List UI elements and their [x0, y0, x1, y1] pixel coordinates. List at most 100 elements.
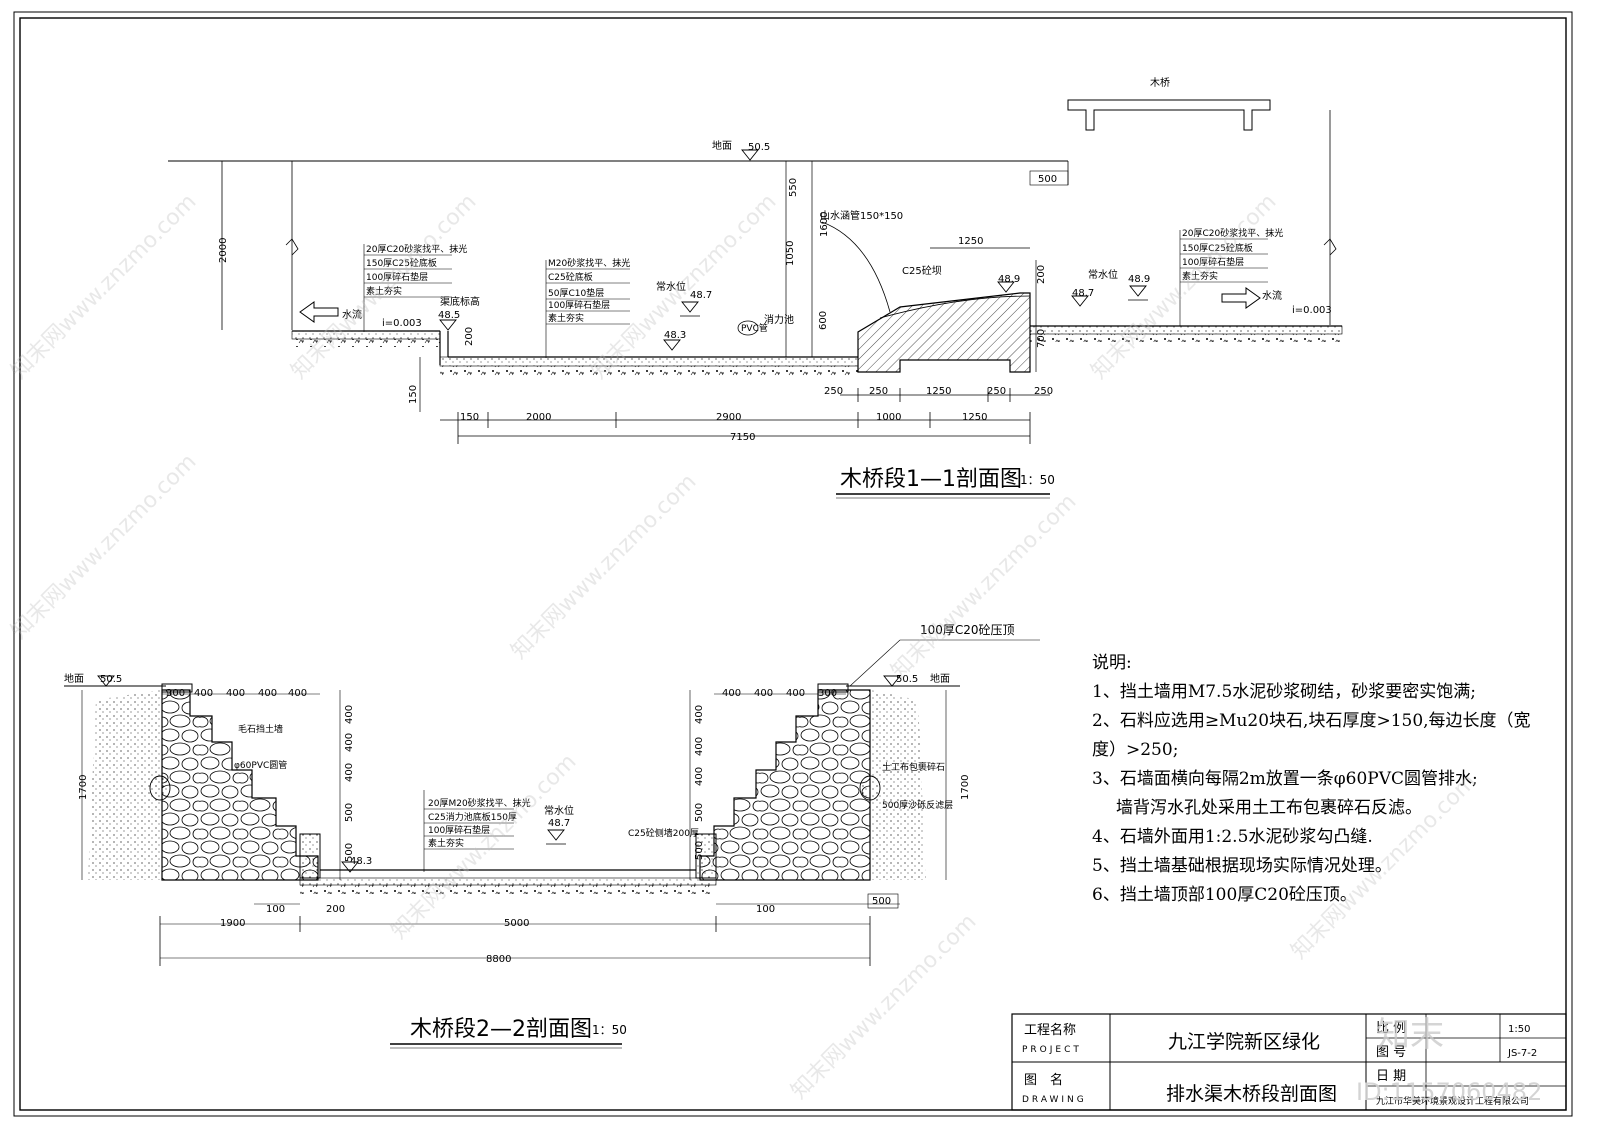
outer-border	[13, 11, 1573, 1117]
elevation-487-s2: 48.7	[548, 818, 570, 829]
inner-border	[19, 17, 1567, 1111]
svg-text:知末网www.znzmo.com: 知末网www.znzmo.com	[287, 189, 482, 384]
svg-text:500: 500	[344, 803, 355, 822]
svg-text:500: 500	[1038, 174, 1057, 185]
svg-text:4、石墙外面用1:2.5水泥砂浆勾凸缝.: 4、石墙外面用1:2.5水泥砂浆勾凸缝.	[1092, 827, 1373, 847]
drawing-name: 排水渠木桥段剖面图	[1166, 1083, 1337, 1105]
svg-text:知末网www.znzmo.com: 知末网www.znzmo.com	[1087, 189, 1282, 384]
svg-text:200: 200	[326, 904, 345, 915]
elevation-483-s1: 48.3	[664, 330, 686, 341]
svg-text:20厚C20砂浆找平、抹光: 20厚C20砂浆找平、抹光	[366, 243, 467, 255]
svg-text:100厚碎石垫层: 100厚碎石垫层	[1182, 256, 1244, 268]
svg-text:100厚碎石垫层: 100厚碎石垫层	[366, 271, 428, 283]
wood-bridge-label: 木桥	[1150, 77, 1170, 89]
svg-text:400: 400	[694, 737, 705, 756]
section-1-1: PVC管 地面 50.5 48.5 渠底标高 常水位 48.7 48.3 消力池…	[168, 77, 1343, 499]
svg-text:20厚M20砂浆找平、抹光: 20厚M20砂浆找平、抹光	[428, 797, 531, 809]
svg-text:250: 250	[987, 386, 1006, 397]
svg-text:150厚C25砼底板: 150厚C25砼底板	[1182, 242, 1253, 254]
svg-text:400: 400	[694, 767, 705, 786]
svg-text:墙背泻水孔处采用土工布包裹碎石反滤。: 墙背泻水孔处采用土工布包裹碎石反滤。	[1116, 798, 1422, 818]
svg-text:100厚碎石垫层: 100厚碎石垫层	[548, 299, 610, 311]
number-label: 图 号	[1376, 1045, 1406, 1060]
section-2-scale: 1：50	[592, 1023, 627, 1037]
svg-text:100厚碎石垫层: 100厚碎石垫层	[428, 824, 490, 836]
svg-text:知末网www.znzmo.com: 知末网www.znzmo.com	[887, 489, 1082, 684]
elevation-487b: 48.7	[1072, 288, 1094, 299]
svg-text:1050: 1050	[785, 241, 796, 266]
elevation-505-s2-left: 50.5	[100, 674, 122, 685]
svg-text:2900: 2900	[716, 412, 741, 423]
project-label: 工程名称	[1024, 1022, 1076, 1038]
svg-text:知末网www.znzmo.com: 知末网www.znzmo.com	[587, 189, 782, 384]
date-label: 日 期	[1376, 1069, 1406, 1084]
svg-text:知末网www.znzmo.com: 知末网www.znzmo.com	[7, 189, 202, 384]
section-1-title: 木桥段1—1剖面图	[840, 467, 1022, 492]
side-wall-label: C25砼侧墙200厚	[628, 827, 699, 839]
svg-text:400: 400	[694, 705, 705, 724]
svg-text:300: 300	[166, 688, 185, 699]
water-flow-label-right: 水流	[1262, 289, 1282, 302]
svg-text:2、石料应选用≥Mu20块石,块石厚度>150,每边长度（宽: 2、石料应选用≥Mu20块石,块石厚度>150,每边长度（宽	[1092, 711, 1531, 731]
dimensions-s2: 300 400 400 400 400 400 400 400 300 400 …	[78, 688, 971, 965]
sand-filter-label: 500厚沙砾反滤层	[882, 799, 953, 811]
svg-text:素土夯实: 素土夯实	[428, 837, 464, 849]
normal-water-label-s1b: 常水位	[1088, 268, 1118, 281]
number-value: JS-7-2	[1507, 1048, 1537, 1059]
slope-label-right: i=0.003	[1292, 305, 1332, 316]
watermark-brand: 知末	[1376, 1015, 1444, 1055]
svg-text:1600: 1600	[819, 212, 830, 237]
svg-text:1250: 1250	[962, 412, 987, 423]
layer-callout-left: 20厚C20砂浆找平、抹光 150厚C25砼底板 100厚碎石垫层 素土夯实	[364, 243, 467, 298]
svg-text:知末网www.znzmo.com: 知末网www.znzmo.com	[7, 449, 202, 644]
dissipation-pool-label: 消力池	[764, 313, 794, 326]
ground-label-s1: 地面	[712, 139, 732, 152]
svg-text:知末网www.znzmo.com: 知末网www.znzmo.com	[787, 909, 982, 1104]
svg-text:素土夯实: 素土夯实	[366, 285, 402, 297]
normal-water-label-s1a: 常水位	[656, 280, 686, 293]
scale-label: 比 例	[1376, 1021, 1406, 1036]
svg-text:600: 600	[818, 311, 829, 330]
dam-label: C25砼坝	[902, 264, 942, 277]
drawing-label-en: DRAWING	[1022, 1095, 1087, 1105]
layer-callout-mid: M20砂浆找平、抹光 C25砼底板 50厚C10垫层 100厚碎石垫层 素土夯实	[546, 257, 630, 325]
ground-label-s2-left: 地面	[64, 672, 84, 685]
svg-text:150: 150	[460, 412, 479, 423]
svg-text:度）>250;: 度）>250;	[1092, 740, 1178, 760]
pvc-pipe-label: φ60PVC圆管	[234, 759, 287, 771]
layer-callout-right: 20厚C20砂浆找平、抹光 150厚C25砼底板 100厚碎石垫层 素土夯实	[1180, 227, 1283, 283]
svg-text:100: 100	[266, 904, 285, 915]
svg-text:1700: 1700	[960, 775, 971, 800]
svg-text:400: 400	[288, 688, 307, 699]
drawing-label: 图 名	[1024, 1072, 1063, 1088]
svg-text:400: 400	[258, 688, 277, 699]
svg-text:700: 700	[1036, 329, 1047, 348]
svg-text:8800: 8800	[486, 954, 511, 965]
elevation-487a: 48.7	[690, 290, 712, 301]
svg-text:1250: 1250	[958, 236, 983, 247]
geotextile-label: 土工布包裹碎石	[882, 761, 945, 773]
svg-text:500: 500	[344, 843, 355, 862]
elevation-489a: 48.9	[998, 274, 1020, 285]
channel-bottom-label: 渠底标高	[440, 295, 480, 308]
svg-text:C25消力池底板150厚: C25消力池底板150厚	[428, 811, 517, 823]
svg-text:M20砂浆找平、抹光: M20砂浆找平、抹光	[548, 257, 630, 269]
elevation-489b: 48.9	[1128, 274, 1150, 285]
svg-text:500: 500	[694, 803, 705, 822]
svg-text:400: 400	[226, 688, 245, 699]
section-2-title: 木桥段2—2剖面图	[410, 1017, 592, 1042]
svg-text:150厚C25砼底板: 150厚C25砼底板	[366, 257, 437, 269]
water-flow-label-left: 水流	[342, 308, 362, 321]
dimensions-s1: 500 550 1600 2000 1050 600 200 200 700 1…	[218, 170, 1069, 443]
rubble-wall-label: 毛石挡土墙	[238, 723, 283, 735]
svg-text:素土夯实: 素土夯实	[548, 312, 584, 324]
design-notes: 说明: 1、挡土墙用M7.5水泥砂浆砌结，砂浆要密实饱满; 2、石料应选用≥Mu…	[1092, 653, 1531, 905]
svg-text:300: 300	[818, 688, 837, 699]
svg-text:250: 250	[1034, 386, 1053, 397]
project-label-en: PROJECT	[1022, 1045, 1082, 1055]
svg-text:知末网www.znzmo.com: 知末网www.znzmo.com	[507, 469, 702, 664]
title-block: 工程名称 PROJECT 九江学院新区绿化 图 名 DRAWING 排水渠木桥段…	[1011, 1013, 1567, 1111]
layer-callout-s2: 20厚M20砂浆找平、抹光 C25消力池底板150厚 100厚碎石垫层 素土夯实	[424, 797, 531, 850]
svg-text:550: 550	[788, 178, 799, 197]
